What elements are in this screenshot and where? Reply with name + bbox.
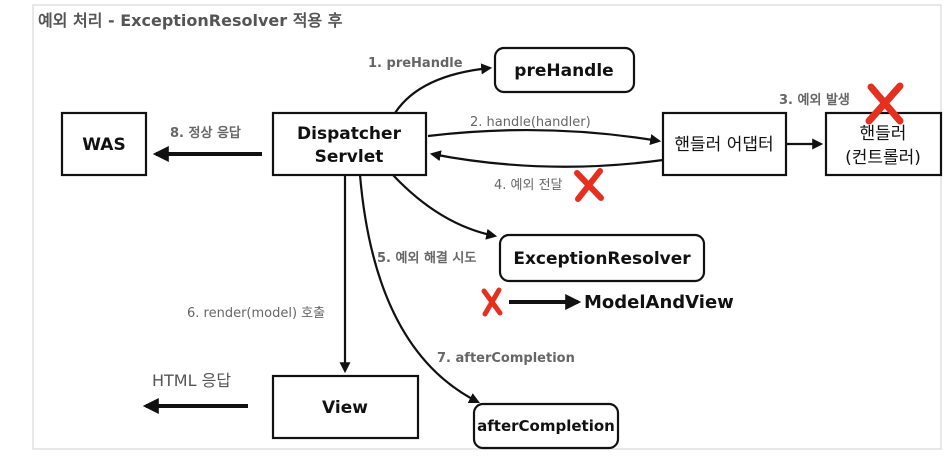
edge-handle-label: 2. handle(handler) [470,115,591,130]
node-prehandle-label: preHandle [514,61,613,81]
node-was: WAS [60,111,148,177]
node-after-completion: afterCompletion [472,402,620,450]
node-handler-adapter-label: 핸들러 어댑터 [674,135,773,155]
edge-after-completion-arrow [358,174,480,403]
x-mark-icon-handler [865,82,904,125]
edge-prehandle-label: 1. preHandle [368,56,463,71]
node-exception-resolver-label: ExceptionResolver [513,249,691,269]
edge-html-response-label: HTML 응답 [152,371,231,390]
node-dispatcher-label-2: Servlet [315,147,384,167]
node-handler-label-2: (컨트롤러) [845,148,921,168]
node-was-label: WAS [82,135,125,155]
edge-handle-arrow [427,128,662,145]
node-dispatcher-servlet: Dispatcher Servlet [271,111,428,177]
node-handler-adapter: 핸들러 어댑터 [661,111,788,177]
node-handler: 핸들러 (컨트롤러) [824,111,943,177]
node-view: View [271,374,420,440]
node-prehandle: preHandle [493,46,636,94]
node-exception-resolver: ExceptionResolver [498,233,706,283]
x-mark-icon-exception-pass [574,168,604,202]
x-mark-icon-model-and-view [481,287,503,317]
edge-normal-response-label: 8. 정상 응답 [170,125,241,141]
diagram-title: 예외 처리 - ExceptionResolver 적용 후 [38,11,343,30]
node-view-label: View [322,398,368,418]
edge-exception-pass-arrow [429,150,664,168]
edge-exception-occur-label: 3. 예외 발생 [779,92,850,108]
edge-render-label: 6. render(model) 호출 [187,306,325,321]
edge-exception-pass-label: 4. 예외 전달 [494,178,563,193]
edge-resolve-label: 5. 예외 해결 시도 [377,250,476,266]
node-after-completion-label: afterCompletion [477,417,615,435]
edge-after-completion-label: 7. afterCompletion [437,351,575,366]
diagram-frame [32,4,942,450]
edge-resolve-arrow [392,174,498,240]
node-handler-label-1: 핸들러 [860,124,907,144]
node-dispatcher-label-1: Dispatcher [297,124,402,144]
edge-prehandle-arrow [394,63,493,114]
model-and-view-label: ModelAndView [584,292,734,313]
